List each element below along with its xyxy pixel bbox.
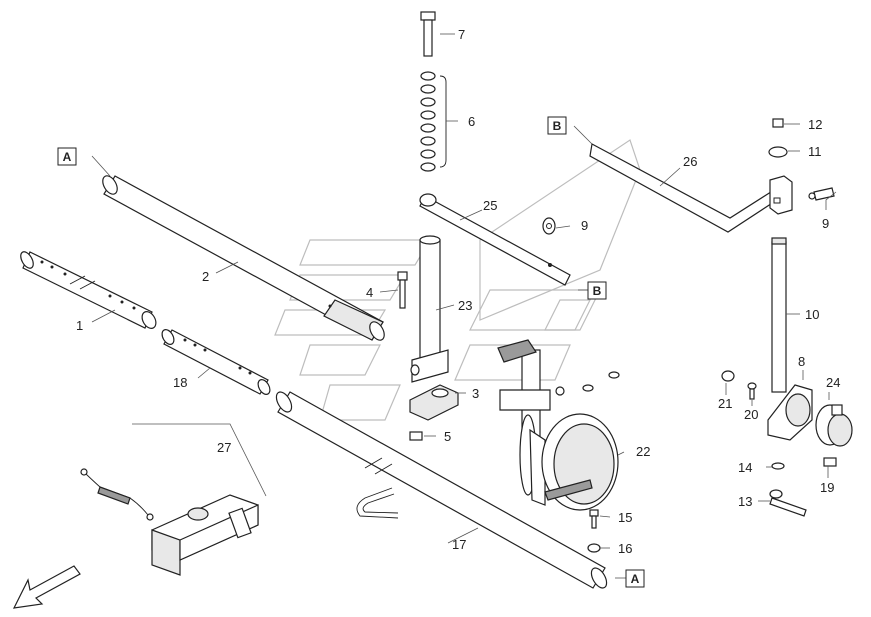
callout-1: 1	[76, 318, 83, 333]
callout-27: 27	[217, 440, 231, 455]
callout-26: 26	[683, 154, 697, 169]
ref-box-a-bottom: A	[625, 569, 645, 588]
part-17-tube	[275, 391, 608, 589]
callout-9b: 9	[822, 216, 829, 231]
callout-9a: 9	[581, 218, 588, 233]
callout-11: 11	[808, 144, 822, 159]
callout-5: 5	[444, 429, 451, 444]
callout-7: 7	[458, 27, 465, 42]
callout-15: 15	[618, 510, 632, 525]
callout-16: 16	[618, 541, 632, 556]
direction-arrow-icon	[12, 565, 81, 609]
part-3-clamp	[409, 384, 459, 421]
callout-17: 17	[452, 537, 466, 552]
callout-22: 22	[636, 444, 650, 459]
part-12-nut	[772, 118, 784, 128]
svg-text:A: A	[631, 572, 640, 586]
part-1-tube	[20, 251, 157, 329]
part-4-bolt	[397, 271, 408, 309]
part-27-sensor-bracket	[80, 468, 259, 576]
rod-clamp-block	[769, 175, 793, 215]
watermark-logo	[274, 139, 641, 421]
part-16-nut	[587, 543, 601, 553]
callout-2: 2	[202, 269, 209, 284]
part-5-nut	[409, 431, 423, 441]
callout-10: 10	[805, 307, 819, 322]
callout-6: 6	[468, 114, 475, 129]
callout-24: 24	[826, 375, 840, 390]
part-13-handle	[769, 489, 807, 517]
part-9-eyelet-b	[808, 187, 835, 201]
part-23-post	[410, 235, 449, 383]
part-10-square-rod	[771, 237, 787, 393]
callout-8: 8	[798, 354, 805, 369]
part-20-bolt	[747, 382, 757, 400]
u-bolt	[356, 487, 399, 519]
part-14-washer	[771, 462, 785, 470]
part-22-gauge-wheel	[497, 339, 620, 511]
callout-14: 14	[738, 460, 752, 475]
part-15-bolt	[589, 509, 599, 529]
part-18-tube	[161, 329, 271, 395]
callout-21: 21	[718, 396, 732, 411]
part-24-flange	[815, 404, 853, 447]
part-25-arm	[419, 193, 571, 286]
part-19-bolt	[823, 457, 837, 467]
callout-3: 3	[472, 386, 479, 401]
callout-23: 23	[458, 298, 472, 313]
part-7-bolt	[420, 11, 436, 57]
callout-13: 13	[738, 494, 752, 509]
svg-text:B: B	[593, 284, 602, 298]
callout-18: 18	[173, 375, 187, 390]
part-9-eyelet-a	[542, 217, 556, 235]
svg-text:A: A	[63, 150, 72, 164]
part-11-washer	[768, 146, 788, 158]
callout-12: 12	[808, 117, 822, 132]
callout-4: 4	[366, 285, 373, 300]
ref-box-a-top: A	[57, 147, 77, 166]
svg-text:B: B	[553, 119, 562, 133]
ref-box-b-top: B	[547, 116, 567, 135]
callout-19: 19	[820, 480, 834, 495]
callout-20: 20	[744, 407, 758, 422]
part-6-washer-stack	[420, 71, 447, 172]
callout-25: 25	[483, 198, 497, 213]
part-8-bracket	[767, 384, 813, 441]
leader-lines	[91, 33, 837, 579]
part-2-tube	[102, 175, 385, 341]
ref-box-b-middle: B	[587, 281, 607, 300]
part-21-nut	[721, 370, 735, 382]
